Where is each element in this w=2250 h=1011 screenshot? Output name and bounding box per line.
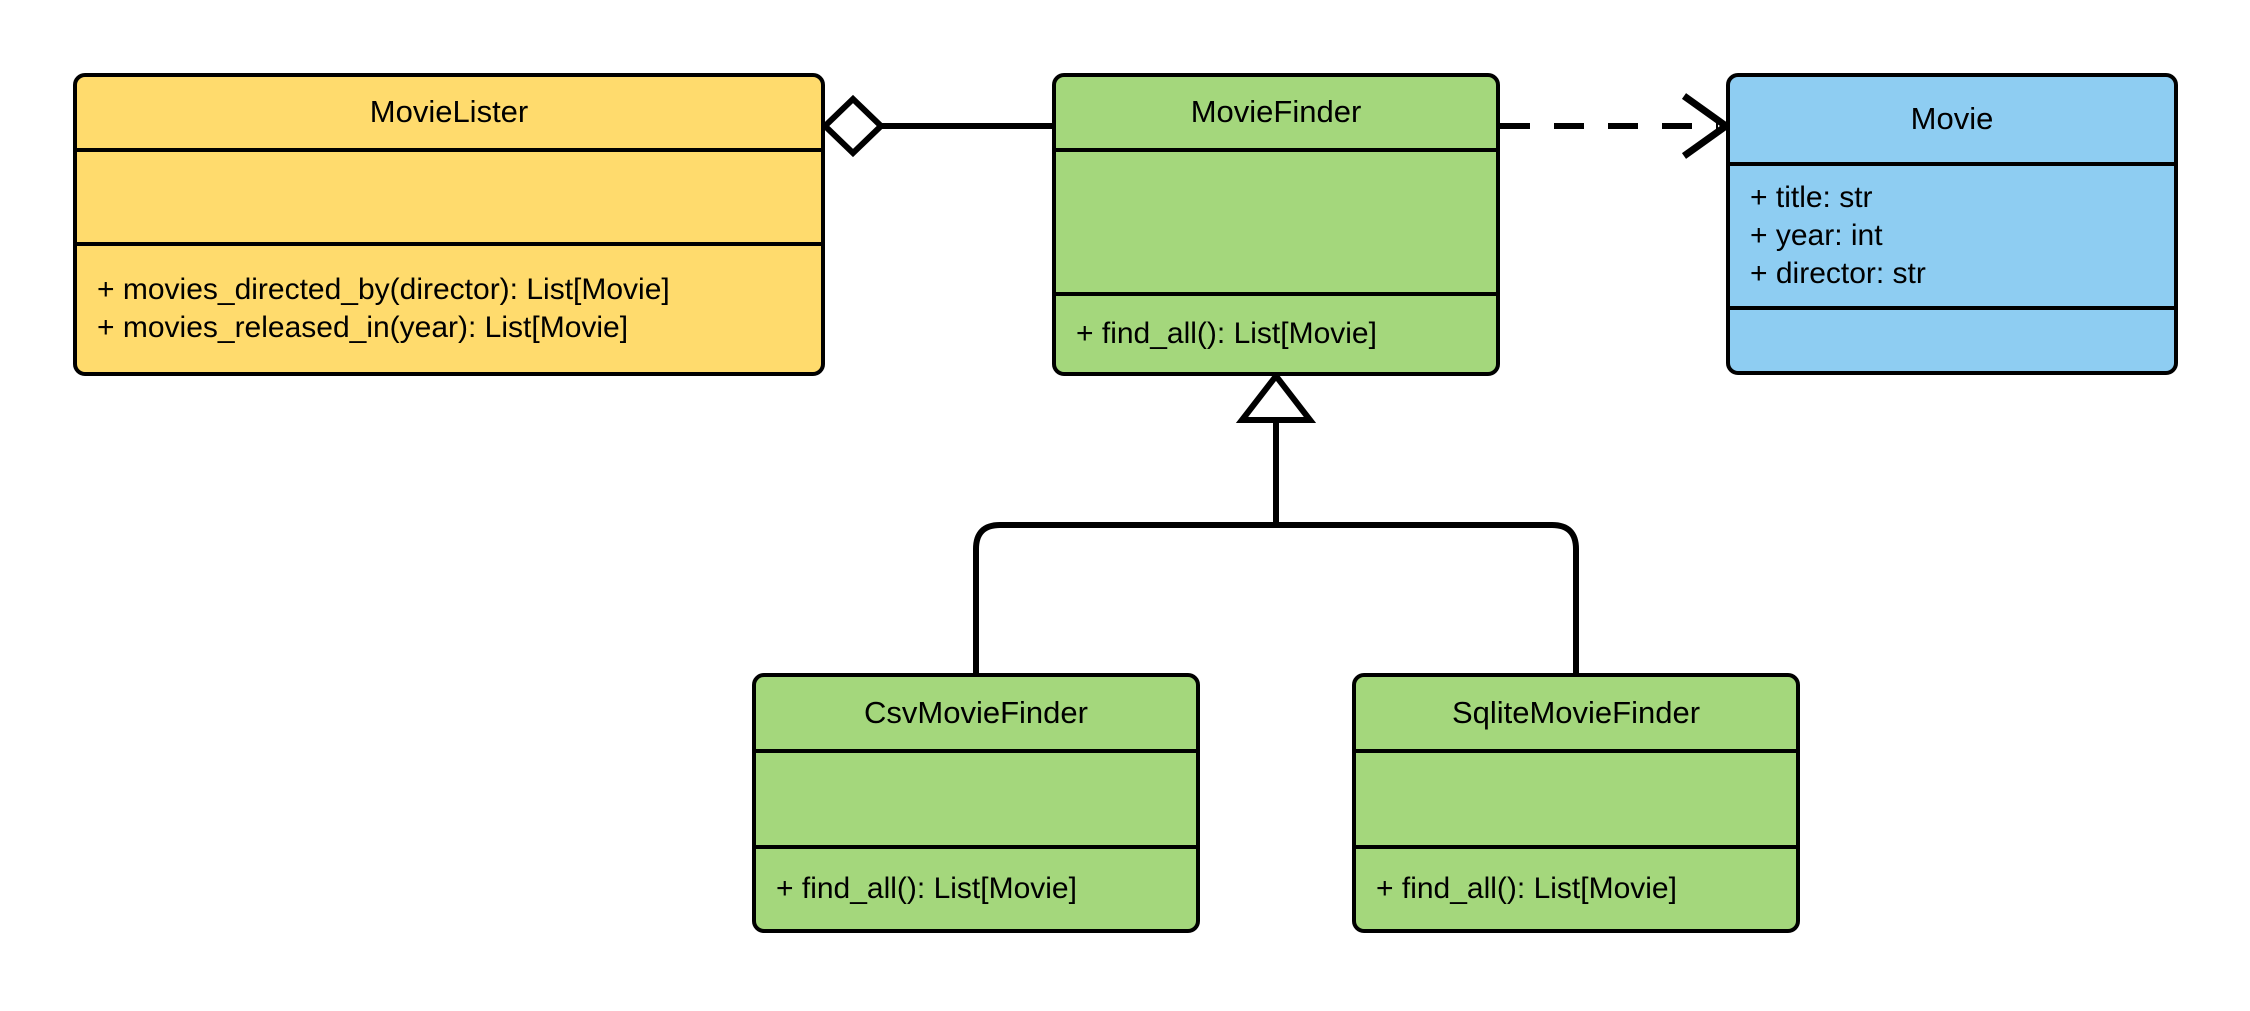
class-name-compartment: SqliteMovieFinder [1356, 677, 1796, 749]
class-box-movie-finder[interactable]: MovieFinder + find_all(): List[Movie] [1052, 73, 1500, 376]
class-attribute: + director: str [1750, 257, 1926, 291]
edge-dependency-finder-movie [1500, 93, 1733, 159]
edge-generalization-tree [973, 371, 1579, 673]
generalization-branch-csv [973, 522, 1276, 673]
class-title: MovieLister [369, 94, 529, 130]
class-title: CsvMovieFinder [864, 694, 1088, 730]
edge-aggregation-lister-finder [820, 94, 1052, 158]
generalization-branch-sqlite [1276, 522, 1579, 673]
class-box-csv-movie-finder[interactable]: CsvMovieFinder + find_all(): List[Movie] [752, 673, 1200, 933]
class-attributes-compartment [1356, 749, 1796, 845]
class-methods-compartment: + find_all(): List[Movie] [1056, 292, 1496, 372]
class-methods-compartment: + movies_directed_by(director): List[Mov… [77, 242, 821, 372]
class-method: + movies_released_in(year): List[Movie] [97, 311, 629, 344]
hollow-diamond-icon [820, 94, 886, 158]
hollow-triangle-icon [1235, 371, 1317, 423]
class-attributes-compartment: + title: str + year: int + director: str [1730, 162, 2174, 306]
class-box-movie[interactable]: Movie + title: str + year: int + directo… [1726, 73, 2178, 375]
class-title: SqliteMovieFinder [1451, 694, 1701, 730]
class-attribute: + title: str [1750, 180, 1873, 214]
class-box-sqlite-movie-finder[interactable]: SqliteMovieFinder + find_all(): List[Mov… [1352, 673, 1800, 933]
class-name-compartment: Movie [1730, 77, 2174, 162]
class-methods-compartment: + find_all(): List[Movie] [756, 845, 1196, 929]
class-attributes-compartment [756, 749, 1196, 845]
class-method: + find_all(): List[Movie] [1376, 871, 1677, 905]
class-attributes-compartment [77, 148, 821, 242]
class-name-compartment: CsvMovieFinder [756, 677, 1196, 749]
class-box-movie-lister[interactable]: MovieLister + movies_directed_by(directo… [73, 73, 825, 376]
class-method: + find_all(): List[Movie] [776, 871, 1077, 905]
class-name-compartment: MovieLister [77, 77, 821, 148]
class-attribute: + year: int [1750, 218, 1883, 252]
open-arrow-icon [1681, 93, 1733, 159]
class-method: + find_all(): List[Movie] [1076, 316, 1377, 350]
class-methods-compartment [1730, 306, 2174, 371]
class-title: Movie [1910, 101, 1994, 137]
class-methods-compartment: + find_all(): List[Movie] [1356, 845, 1796, 929]
class-method: + movies_directed_by(director): List[Mov… [97, 272, 670, 306]
class-attributes-compartment [1056, 148, 1496, 292]
class-name-compartment: MovieFinder [1056, 77, 1496, 148]
class-title: MovieFinder [1190, 94, 1362, 130]
